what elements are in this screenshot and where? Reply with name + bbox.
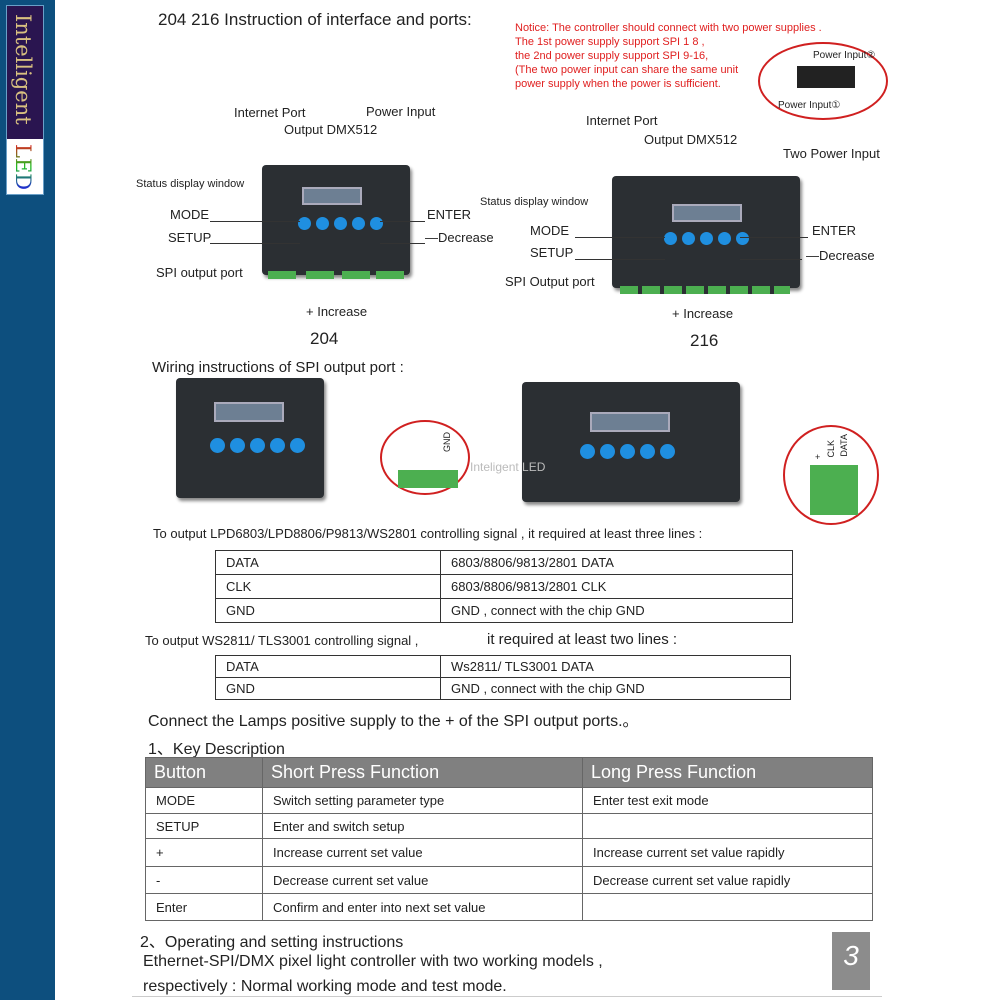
cell: DATA: [215, 655, 441, 678]
cell: MODE: [145, 787, 263, 814]
cell: GND: [215, 677, 441, 700]
label-enter: ENTER: [812, 223, 857, 238]
cell: Switch setting parameter type: [262, 787, 583, 814]
cell: DATA: [215, 550, 441, 575]
label-mode: MODE: [530, 223, 569, 238]
device-216-photo: [522, 382, 740, 502]
notice-line: Notice: The controller should connect wi…: [515, 22, 822, 34]
label-setup: SETUP: [168, 230, 212, 245]
connect-text: Connect the Lamps positive supply to the…: [148, 713, 639, 730]
logo: Intelligent LED: [6, 5, 44, 195]
operating-heading: 2、Operating and setting instructions: [140, 934, 404, 951]
cell: GND , connect with the chip GND: [440, 598, 793, 623]
label-decrease: —Decrease: [806, 248, 875, 263]
pin-clk: CLK: [826, 440, 836, 458]
notice-line: the 2nd power supply support SPI 9-16,: [515, 50, 709, 62]
label-spi-output: SPI Output port: [505, 274, 595, 289]
logo-word-intelligent: Intelligent: [11, 14, 35, 125]
cell: Decrease current set value rapidly: [582, 866, 873, 894]
label-decrease: —Decrease: [425, 230, 494, 245]
sidebar: Intelligent LED: [0, 0, 55, 1000]
cell: 6803/8806/9813/2801 CLK: [440, 574, 793, 599]
cell: +: [145, 838, 263, 867]
header-short: Short Press Function: [262, 757, 583, 788]
power-input-inset: [758, 42, 888, 120]
cell: Increase current set value rapidly: [582, 838, 873, 867]
label-output-dmx: Output DMX512: [284, 122, 378, 137]
label-internet-port: Internet Port: [234, 105, 306, 120]
label-status-window: Status display window: [480, 196, 589, 208]
cell: [582, 813, 873, 839]
power-input-2-label: Power Input②: [813, 50, 876, 61]
cell: [582, 893, 873, 921]
notice-line: (The two power input can share the same …: [515, 64, 739, 76]
label-increase: + Increase: [672, 306, 734, 321]
cell: Increase current set value: [262, 838, 583, 867]
operating-text: Ethernet-SPI/DMX pixel light controller …: [143, 953, 603, 970]
operating-text: respectively : Normal working mode and t…: [143, 978, 507, 995]
device-204: [262, 165, 410, 279]
power-input-1-label: Power Input①: [778, 100, 841, 111]
logo-word-led: LED: [11, 144, 35, 191]
cell: Ws2811/ TLS3001 DATA: [440, 655, 791, 678]
notice-line: power supply when the power is sufficien…: [515, 78, 721, 90]
label-spi-output: SPI output port: [156, 265, 243, 280]
wiring-title: Wiring instructions of SPI output port :: [152, 359, 404, 376]
device-name-216: 216: [690, 331, 719, 350]
label-internet-port: Internet Port: [586, 113, 658, 128]
label-increase: + Increase: [306, 304, 368, 319]
cell: GND , connect with the chip GND: [440, 677, 791, 700]
pin-plus: +: [815, 452, 821, 462]
label-power-input: Power Input: [366, 104, 436, 119]
cell: Enter: [145, 893, 263, 921]
label-status-window: Status display window: [136, 178, 245, 190]
pin-gnd: GND: [442, 432, 452, 452]
cell: GND: [215, 598, 441, 623]
cell: Enter test exit mode: [582, 787, 873, 814]
key-heading: 1、Key Description: [148, 741, 285, 758]
pin-inset-204: [380, 420, 470, 495]
label-two-power-input: Two Power Input: [783, 146, 880, 161]
header-button: Button: [145, 757, 263, 788]
page-number: 3: [832, 932, 870, 990]
three-line-text: To output LPD6803/LPD8806/P9813/WS2801 c…: [153, 526, 703, 541]
power-terminal: [797, 66, 855, 88]
label-setup: SETUP: [530, 245, 574, 260]
cell: Confirm and enter into next set value: [262, 893, 583, 921]
two-line-text: To output WS2811/ TLS3001 controlling si…: [145, 633, 419, 648]
header-long: Long Press Function: [582, 757, 873, 788]
pin-inset-216: [783, 425, 879, 525]
cell: Decrease current set value: [262, 866, 583, 894]
label-enter: ENTER: [427, 207, 472, 222]
cell: CLK: [215, 574, 441, 599]
pin-data: DATA: [839, 434, 849, 457]
cell: 6803/8806/9813/2801 DATA: [440, 550, 793, 575]
cell: SETUP: [145, 813, 263, 839]
notice: Notice: The controller should connect wi…: [515, 21, 822, 91]
device-name-204: 204: [310, 329, 339, 348]
two-line-text-b: it required at least two lines :: [487, 631, 678, 648]
page-title: 204 216 Instruction of interface and por…: [158, 10, 472, 29]
device-216: [612, 176, 800, 294]
device-204-photo: [176, 378, 324, 498]
watermark: Inteligent LED: [470, 460, 546, 474]
notice-line: The 1st power supply support SPI 1 8 ,: [515, 36, 705, 48]
cell: -: [145, 866, 263, 894]
label-output-dmx: Output DMX512: [644, 132, 738, 147]
cell: Enter and switch setup: [262, 813, 583, 839]
label-mode: MODE: [170, 207, 209, 222]
